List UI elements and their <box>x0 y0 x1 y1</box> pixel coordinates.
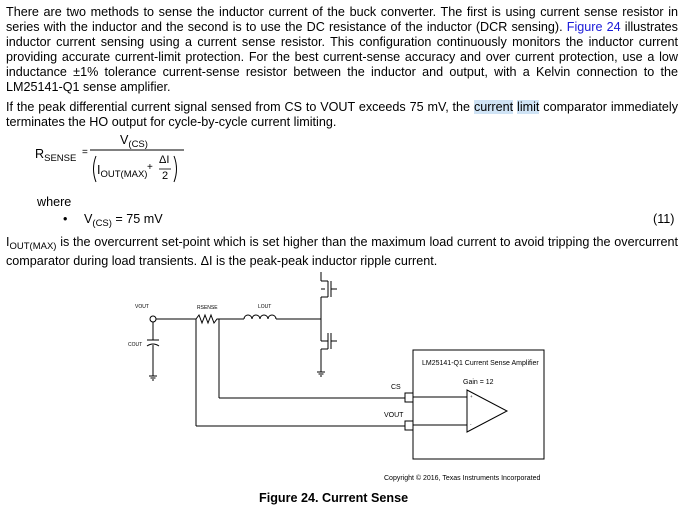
highlight-limit: limit <box>517 100 540 114</box>
amplifier-gain: Gain = 12 <box>463 379 494 386</box>
op-amp-symbol <box>466 389 509 433</box>
equation-equals: = <box>82 147 88 158</box>
equation-number: (11) <box>653 212 675 226</box>
peak-text-continued: comparator immediately terminates the HO… <box>6 100 679 129</box>
equation-plus: + <box>147 162 153 173</box>
rsense-resistor <box>195 313 244 325</box>
where-label: where <box>37 195 72 209</box>
amplifier-title: LM25141-Q1 Current Sense Amplifier <box>422 360 539 367</box>
cs-pin <box>404 392 414 403</box>
highlight-current: current <box>473 100 514 114</box>
figure-24-link[interactable]: Figure 24 <box>566 20 621 34</box>
lout-inductor <box>243 314 277 320</box>
peak-paragraph: If the peak differential current signal … <box>6 100 678 130</box>
equation-delta-i: ΔI <box>159 154 170 166</box>
cout-plate-bottom <box>146 343 160 347</box>
equation-lhs: RSENSE <box>35 147 77 164</box>
equation-fraction-graphics <box>90 149 184 183</box>
bullet-dot: • <box>63 212 68 226</box>
peak-text: If the peak differential current signal … <box>6 100 474 114</box>
cout-label: COUT <box>128 342 142 348</box>
equation-two: 2 <box>162 170 169 182</box>
figure-caption: Figure 24. Current Sense <box>259 491 409 505</box>
equation-iout: IOUT(MAX) <box>97 163 148 180</box>
vout-label: VOUT <box>135 304 149 310</box>
vout-pin <box>404 420 414 431</box>
equation-numerator: V(CS) <box>120 133 148 150</box>
intro-text-continued: illustrates inductor current sensing usi… <box>6 20 678 94</box>
intro-paragraph: There are two methods to sense the induc… <box>6 5 678 95</box>
cs-pin-label: CS <box>391 384 401 391</box>
bullet-vcs: V(CS) = 75 mV <box>84 212 163 229</box>
op-amp-minus: - <box>470 422 472 427</box>
copyright-text: Copyright © 2016, Texas Instruments Inco… <box>384 474 540 482</box>
intro-text: There are two methods to sense the induc… <box>6 5 678 34</box>
op-amp-plus: + <box>470 394 473 399</box>
lout-label: LOUT <box>258 304 271 310</box>
vout-pin-label: VOUT <box>384 412 404 419</box>
iout-paragraph: IOUT(MAX) is the overcurrent set-point w… <box>6 235 678 268</box>
rsense-label: RSENSE <box>197 305 218 311</box>
vout-node <box>149 315 157 323</box>
amplifier-box <box>412 349 545 460</box>
